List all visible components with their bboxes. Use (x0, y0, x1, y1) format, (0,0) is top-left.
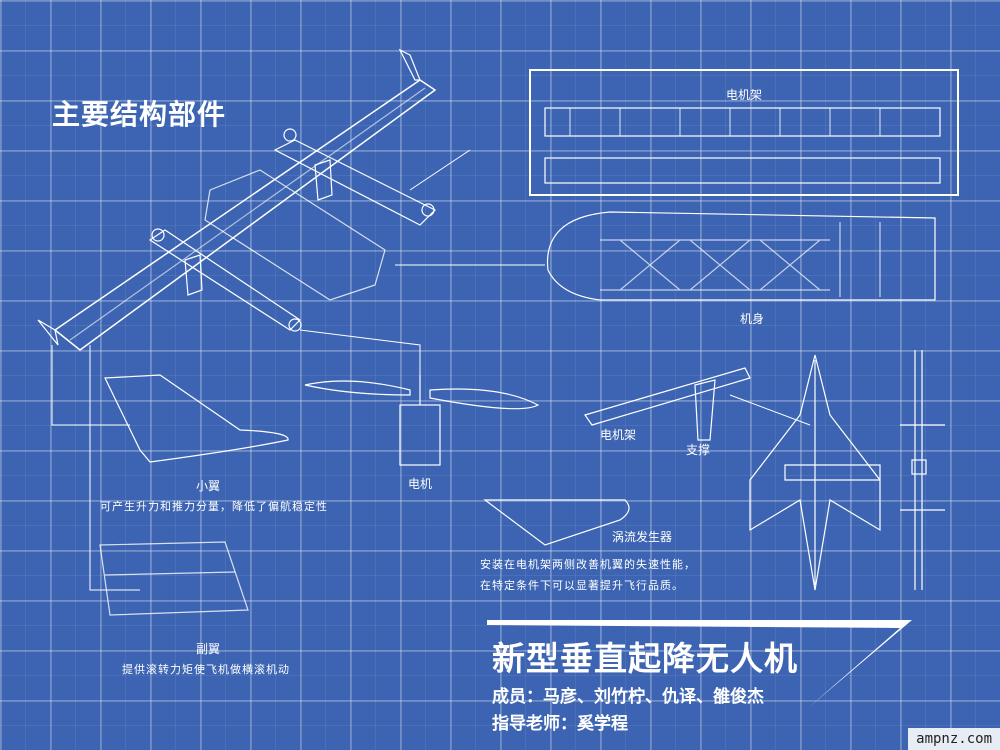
motor-mount-drawing (544, 107, 941, 184)
label-fuselage: 机身 (740, 312, 765, 326)
motor-drawing (304, 375, 540, 466)
vortex-description-2: 在特定条件下可以显著提升飞行品质。 (480, 579, 684, 592)
winglet-drawing (104, 374, 289, 463)
mount-support-drawing (584, 367, 751, 441)
aircraft-isometric (37, 48, 437, 351)
project-members: 成员：马彦、刘竹柠、仇译、雒俊杰 (492, 687, 764, 707)
label-support: 支撑 (686, 443, 711, 457)
project-advisor: 指导老师：奚学程 (492, 714, 628, 734)
label-motor: 电机 (408, 477, 433, 491)
vortex-description-1: 安装在电机架两侧改善机翼的失速性能， (480, 558, 696, 571)
label-vortex-generator: 涡流发生器 (612, 530, 673, 544)
motor-mount-frame (529, 69, 959, 196)
label-winglet: 小翼 (196, 479, 221, 493)
side-view-drawing (900, 350, 945, 590)
fuselage-drawing (546, 211, 936, 301)
label-motor-mount: 电机架 (726, 88, 763, 102)
watermark: ampnz.com (908, 728, 1000, 750)
aileron-description: 提供滚转力矩使飞机做横滚机动 (122, 663, 290, 676)
label-motor-mount-2: 电机架 (600, 428, 637, 442)
project-title: 新型垂直起降无人机 (492, 639, 798, 678)
winglet-description: 可产生升力和推力分量，降低了偏航稳定性 (100, 500, 328, 513)
top-view-drawing (749, 354, 881, 591)
label-aileron: 副翼 (196, 642, 221, 656)
leader-lines (51, 149, 811, 591)
aileron-drawing (99, 541, 249, 616)
vortex-generator-drawing (483, 499, 630, 546)
section-title: 主要结构部件 (52, 98, 227, 131)
